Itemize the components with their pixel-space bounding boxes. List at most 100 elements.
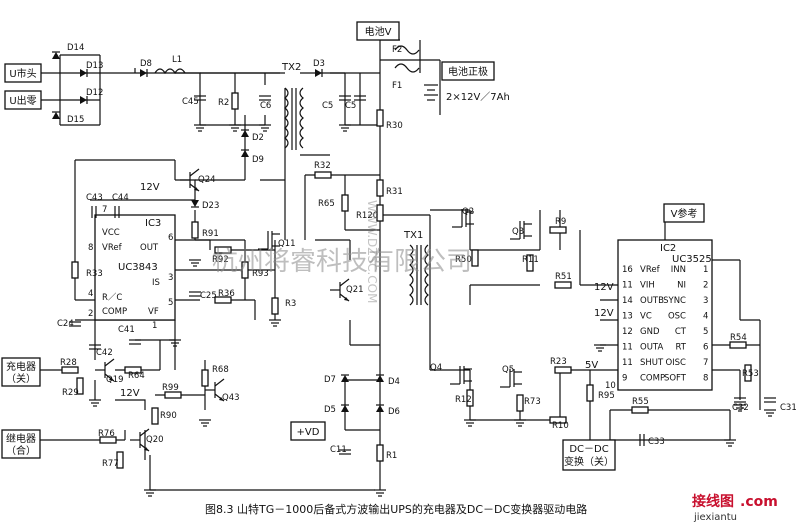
label-q20: Q20 <box>146 435 164 445</box>
ic2-right-pin-label: SOFT <box>664 374 687 384</box>
ground-symbol <box>194 124 206 132</box>
charger-label-line1: 充电器 <box>6 360 36 373</box>
diode-d9 <box>241 149 249 157</box>
capacitor-c6 <box>259 95 271 101</box>
ic3-pin-number: 2 <box>88 309 93 319</box>
capacitor-c24 <box>69 321 81 327</box>
ic3-body <box>94 214 176 321</box>
label-c11: C11 <box>330 445 347 455</box>
resistor-r93 <box>241 261 249 279</box>
label-r11: R11 <box>522 255 539 265</box>
label-r120: R120 <box>356 211 378 221</box>
tx2-transformer: TX2 <box>281 62 304 150</box>
ic2-left-pin-number: 13 <box>622 312 633 322</box>
site-watermark-vertical: WWW.DZSC.COM <box>365 200 379 303</box>
label-r28: R28 <box>60 358 77 368</box>
resistor-r23 <box>554 366 572 374</box>
ic3-pin-number: 5 <box>168 298 173 308</box>
resistor-r91 <box>191 221 199 239</box>
l1-inductor <box>154 68 186 75</box>
ic2-left-pin-label: OUTA <box>640 343 663 353</box>
supply-12v-c: 12V <box>594 282 614 293</box>
label-d3: D3 <box>313 59 325 69</box>
resistor-r77 <box>116 451 124 469</box>
resistor-r64 <box>124 366 142 374</box>
figure-caption: 图8.3 山特TG－1000后备式方波输出UPS的充电器及DC－DC变换器驱动电… <box>205 502 587 516</box>
label-r33: R33 <box>86 269 103 279</box>
ic2-body <box>617 239 713 391</box>
resistor-r2 <box>231 92 239 110</box>
battery-positive-box <box>441 61 495 81</box>
resistor-r11 <box>526 254 534 272</box>
label-d9: D9 <box>252 155 264 165</box>
label-r9: R9 <box>555 217 566 227</box>
resistor-r65 <box>341 194 349 212</box>
transistor-q24 <box>180 168 200 192</box>
ic2-right-pin-label: NI <box>677 281 686 291</box>
label-d2: D2 <box>252 133 264 143</box>
capacitor-c11 <box>339 449 351 455</box>
mosfet-q4 <box>450 366 472 385</box>
label-r3: R3 <box>285 299 296 309</box>
capacitor-c5b <box>354 95 366 101</box>
capacitor-c31 <box>764 397 776 403</box>
ic2-left-pin-number: 16 <box>622 265 633 275</box>
tx1-label: TX1 <box>403 230 423 241</box>
ic2-right-pin-label: RT <box>676 343 687 353</box>
ic3-pin-number: 8 <box>88 243 93 253</box>
label-c25: C25 <box>200 291 217 301</box>
u-output-label: U出零 <box>9 94 36 107</box>
resistor-r53 <box>744 364 752 382</box>
vd-box <box>290 421 326 441</box>
ic2-right-pin-label: OSC <box>668 312 686 322</box>
dcdc-label-line1: DC－DC <box>569 444 608 455</box>
ic2-right-pin-number: 3 <box>703 296 708 306</box>
capacitor-c25 <box>189 291 201 297</box>
label-q19: Q19 <box>106 375 124 385</box>
ground-symbol <box>189 259 201 267</box>
ground-symbol <box>734 404 746 412</box>
label-d12: D12 <box>86 88 103 98</box>
ic2-right-pin-number: 1 <box>703 265 708 275</box>
resistor-r54 <box>729 341 747 349</box>
ic2-left-pin-number: 11 <box>622 343 633 353</box>
diode-d8 <box>140 69 148 77</box>
label-d23: D23 <box>202 201 219 211</box>
label-d8: D8 <box>140 59 152 69</box>
vref-label: V参考 <box>671 207 698 220</box>
label-c33: C33 <box>648 437 665 447</box>
ic2-left-pin-number: 14 <box>622 296 633 306</box>
label-c31: C31 <box>780 403 797 413</box>
diode-d5 <box>341 404 349 412</box>
ic2-right-pin-label: SYNC <box>663 296 686 306</box>
label-r77: R77 <box>102 459 119 469</box>
label-c44: C44 <box>112 193 129 203</box>
diode-d15 <box>52 111 60 119</box>
battery-spec: 2×12V／7Ah <box>446 91 510 103</box>
resistor-r36 <box>214 296 232 304</box>
ic3-pin-is: IS <box>152 278 160 288</box>
label-r76: R76 <box>98 429 115 439</box>
transistor-q43 <box>205 378 225 402</box>
label-r53: R53 <box>742 369 759 379</box>
supply-5v: 5V <box>585 360 598 371</box>
label-r54: R54 <box>730 333 747 343</box>
label-r68: R68 <box>212 365 229 375</box>
vref-box <box>663 203 705 223</box>
ic2-right-pin-label: INN <box>671 265 686 275</box>
ground-symbol <box>594 344 606 352</box>
ic3-pin-number: 6 <box>168 233 173 243</box>
resistor-r90 <box>151 407 159 425</box>
resistor-r99 <box>164 391 182 399</box>
ic2-right-pin-label: CT <box>675 327 687 337</box>
capacitors <box>69 95 776 455</box>
label-r2: R2 <box>218 98 229 108</box>
ic2-name: IC2 <box>660 243 676 254</box>
label-f2: F2 <box>392 45 402 55</box>
resistor-r30 <box>376 109 384 127</box>
ic3-uc3843: IC3 UC3843 VCC VRef OUT IS R／C COMP VF 7… <box>88 205 176 331</box>
